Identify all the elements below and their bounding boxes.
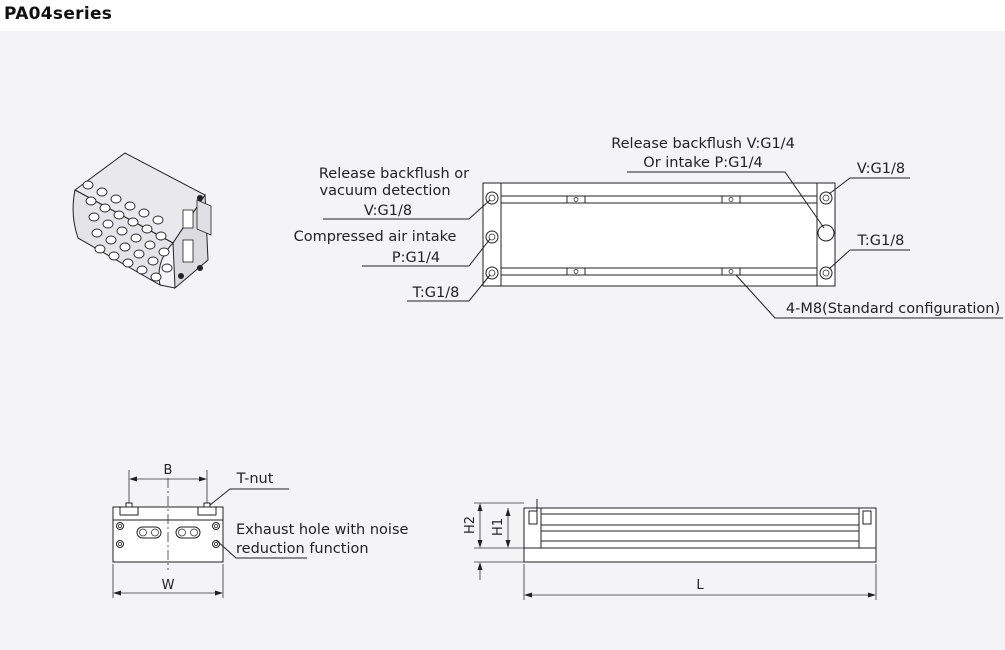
t-slot-mark: [566, 267, 586, 276]
iso-hole: [82, 180, 94, 190]
iso-hole: [102, 219, 114, 229]
iso-hole: [116, 226, 128, 236]
label-or-intake: Or intake P:G1/4: [643, 155, 762, 171]
exhaust-hole-right: [175, 526, 201, 539]
iso-hole: [147, 256, 159, 266]
t-nut-slot-right: [197, 506, 217, 516]
iso-hole: [99, 203, 111, 213]
t-nut-slot-left: [119, 506, 139, 516]
dim-l: L: [696, 578, 704, 593]
iso-hole: [158, 247, 170, 257]
iso-hole: [144, 240, 156, 250]
iso-hole: [110, 194, 122, 204]
top-view: Release backflush or vacuum detection V:…: [294, 136, 1003, 319]
side-view: H2 H1 L: [463, 499, 877, 600]
top-view-body: [482, 182, 836, 287]
label-v-g18-left: V:G1/8: [364, 203, 412, 219]
iso-hole: [113, 210, 125, 220]
label-t-g18-left: T:G1/8: [412, 285, 460, 301]
dim-h1: H1: [491, 518, 506, 536]
iso-hole: [133, 249, 145, 259]
iso-hole: [108, 251, 120, 261]
iso-hole: [130, 233, 142, 243]
iso-hole: [94, 244, 106, 254]
iso-hole: [141, 224, 153, 234]
iso-hole: [136, 265, 148, 275]
iso-hole: [124, 201, 136, 211]
t-slot-mark: [721, 195, 741, 204]
dim-b: B: [164, 463, 173, 478]
label-release-backflush-left-2: vacuum detection: [319, 183, 450, 199]
label-exhaust-hole-1: Exhaust hole with noise: [236, 522, 408, 538]
iso-hole: [150, 272, 162, 282]
iso-hole: [105, 235, 117, 245]
port-v-right: [819, 191, 833, 205]
t-slot-mark: [721, 267, 741, 276]
exhaust-hole-left: [136, 526, 162, 539]
iso-hole: [155, 231, 167, 241]
iso-hole: [152, 215, 164, 225]
iso-hole: [88, 212, 100, 222]
product-isometric-illustration: [72, 152, 212, 290]
iso-hole: [119, 242, 131, 252]
iso-hole: [138, 208, 150, 218]
label-t-nut: T-nut: [236, 471, 274, 487]
iso-hole: [161, 263, 173, 273]
label-compressed-air-intake: Compressed air intake: [294, 229, 457, 245]
label-release-backflush-right: Release backflush V:G1/4: [611, 136, 795, 152]
iso-hole: [85, 196, 97, 206]
label-exhaust-hole-2: reduction function: [236, 541, 369, 557]
label-p-g14-left: P:G1/4: [392, 250, 440, 266]
page-title: PA04series: [4, 4, 113, 24]
label-bolt-spec: 4-M8(Standard configuration): [786, 301, 1000, 317]
dim-h2: H2: [463, 516, 478, 534]
end-view: B W T-nut Exhaust hole with noise reduct…: [112, 463, 408, 598]
iso-hole: [91, 228, 103, 238]
port-p-right: [817, 224, 835, 242]
label-release-backflush-left-1: Release backflush or: [319, 166, 469, 182]
iso-hole: [127, 217, 139, 227]
t-slot-mark: [566, 195, 586, 204]
dim-w: W: [162, 578, 175, 593]
iso-hole: [122, 258, 134, 268]
iso-hole-grid: [82, 180, 173, 282]
label-v-g18-right: V:G1/8: [857, 161, 905, 177]
side-view-body: [523, 507, 877, 563]
port-t-right: [819, 266, 833, 280]
iso-hole: [96, 187, 108, 197]
label-t-g18-right: T:G1/8: [857, 233, 905, 249]
